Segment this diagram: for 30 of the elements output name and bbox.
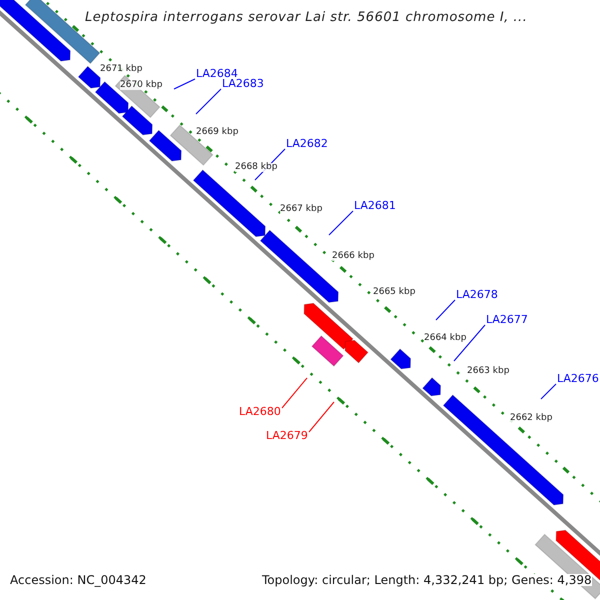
- leader-line: [282, 378, 308, 408]
- gene-label: LA2681: [354, 200, 396, 211]
- scale-label: 2666 kbp: [332, 252, 374, 261]
- gene-label: LA2683: [222, 78, 264, 89]
- scale-label: 2664 kbp: [424, 334, 466, 343]
- map-title: Leptospira interrogans serovar Lai str. 56601 chromosome I, ...: [85, 11, 528, 24]
- scale-label: 2663 kbp: [467, 367, 510, 376]
- gene-label: LA2680: [239, 406, 281, 417]
- leader-line: [328, 210, 354, 236]
- gene-label: LA2684: [196, 68, 238, 79]
- scale-label: 2669 kbp: [196, 128, 238, 137]
- scale-label: 2662 kbp: [510, 414, 552, 423]
- gene-label: LA2678: [456, 289, 498, 300]
- scale-label: 2665 kbp: [373, 288, 416, 297]
- scale-label: 2670 kbp: [120, 81, 162, 90]
- gene-label: LA2677: [486, 314, 528, 325]
- leader-line: [454, 324, 486, 362]
- leader-line: [174, 78, 196, 90]
- leader-line: [196, 88, 222, 114]
- gene-label: LA2676: [557, 373, 599, 384]
- gene-label: LA2679: [266, 430, 308, 441]
- leader-line: [436, 300, 456, 320]
- scale-label: 2668 kbp: [235, 163, 278, 172]
- genome-info-text: Topology: circular; Length: 4,332,241 bp; Genes: 4,398: [262, 574, 592, 586]
- gene-label: LA2682: [286, 138, 328, 149]
- leader-line: [308, 402, 334, 432]
- accession-text: Accession: NC_004342: [10, 574, 146, 586]
- scale-label: 2667 kbp: [280, 205, 322, 214]
- leader-line: [540, 384, 556, 400]
- scale-label: 2671 kbp: [100, 65, 142, 74]
